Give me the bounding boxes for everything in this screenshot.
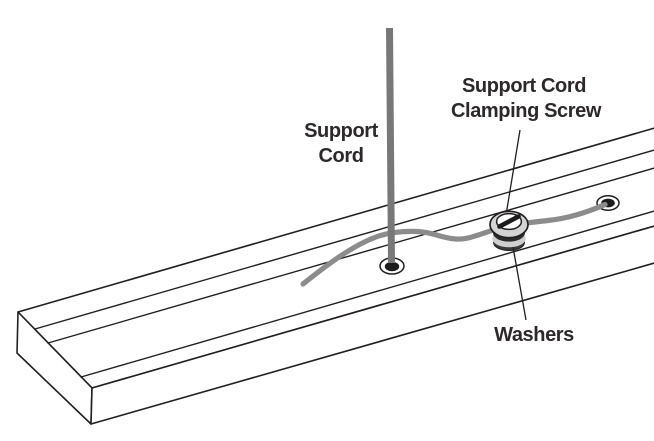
surface-cord xyxy=(300,201,608,287)
leader-washers xyxy=(512,246,527,321)
rail-groove-line-2 xyxy=(47,167,654,344)
rail-groove-line-1 xyxy=(34,149,654,330)
clamping-screw-assembly xyxy=(490,211,528,251)
support-cord-hole-center xyxy=(384,261,400,272)
screw-head-outline xyxy=(489,210,529,239)
label-support-cord-line1: Support xyxy=(304,120,379,142)
leader-clamping-screw xyxy=(505,129,521,213)
support-cord-hole xyxy=(379,257,405,275)
label-support-cord-line2: Cord xyxy=(318,145,363,167)
vertical-support-cord xyxy=(386,27,395,264)
label-clamping-screw-line2: Clamping Screw xyxy=(451,100,602,122)
label-washers: Washers xyxy=(494,324,574,346)
rail-groove-line-3 xyxy=(80,210,654,378)
rail-front-face xyxy=(90,225,654,425)
rail xyxy=(16,127,654,425)
screw-slot xyxy=(497,214,521,229)
labels: Support Cord Clamping Screw Support Cord… xyxy=(304,75,602,346)
label-clamping-screw-line1: Support Cord xyxy=(462,75,586,97)
